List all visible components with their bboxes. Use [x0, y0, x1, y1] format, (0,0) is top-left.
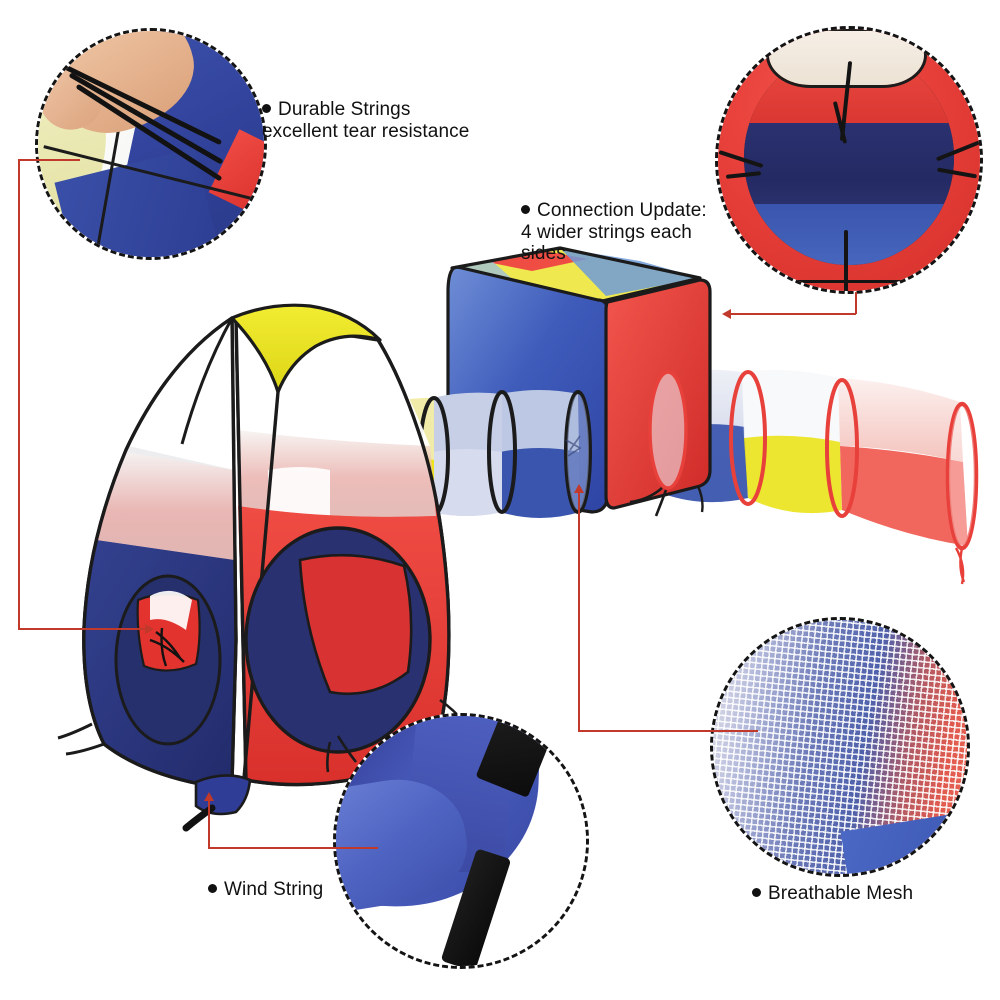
connector-mesh-h	[578, 730, 758, 732]
connector-connection-update-v	[855, 292, 857, 314]
connector-durable-strings-h2	[18, 628, 146, 630]
callout-breathable-mesh	[710, 617, 970, 877]
caption-breathable-mesh-line1: Breathable Mesh	[768, 883, 914, 905]
connector-wind-string-arrow	[204, 792, 214, 801]
connector-mesh-v	[578, 490, 580, 730]
connector-wind-string-v	[208, 800, 210, 848]
caption-connection-update: Connection Update: 4 wider strings each …	[521, 179, 707, 285]
callout-wind-string	[333, 713, 589, 969]
connector-connection-update-h	[730, 313, 856, 315]
caption-connection-update-line1: Connection Update:	[537, 200, 707, 222]
connector-durable-strings-h1	[18, 159, 80, 161]
bullet-icon	[521, 204, 530, 214]
pyramid-tent	[57, 303, 465, 832]
bullet-icon	[752, 887, 761, 897]
caption-durable-strings-line1: Durable Strings	[278, 99, 411, 121]
bullet-icon	[208, 883, 217, 893]
caption-durable-strings-line2: excellent tear resistance	[262, 120, 470, 142]
connector-mesh-arrow	[574, 484, 584, 493]
caption-wind-string: Wind String	[208, 858, 323, 901]
connector-connection-update-arrow	[722, 309, 731, 319]
connector-durable-strings-arrow	[145, 624, 154, 634]
connector-wind-string-h	[208, 847, 378, 849]
caption-wind-string-line1: Wind String	[224, 879, 324, 901]
caption-breathable-mesh: Breathable Mesh	[752, 862, 913, 905]
connector-durable-strings-v	[18, 159, 20, 629]
caption-durable-strings: Durable Strings excellent tear resistanc…	[262, 78, 469, 163]
callout-connection-update	[715, 26, 983, 294]
caption-connection-update-line2: 4 wider strings each sides	[521, 221, 692, 264]
callout-durable-strings	[35, 28, 267, 260]
bullet-icon	[262, 103, 271, 113]
